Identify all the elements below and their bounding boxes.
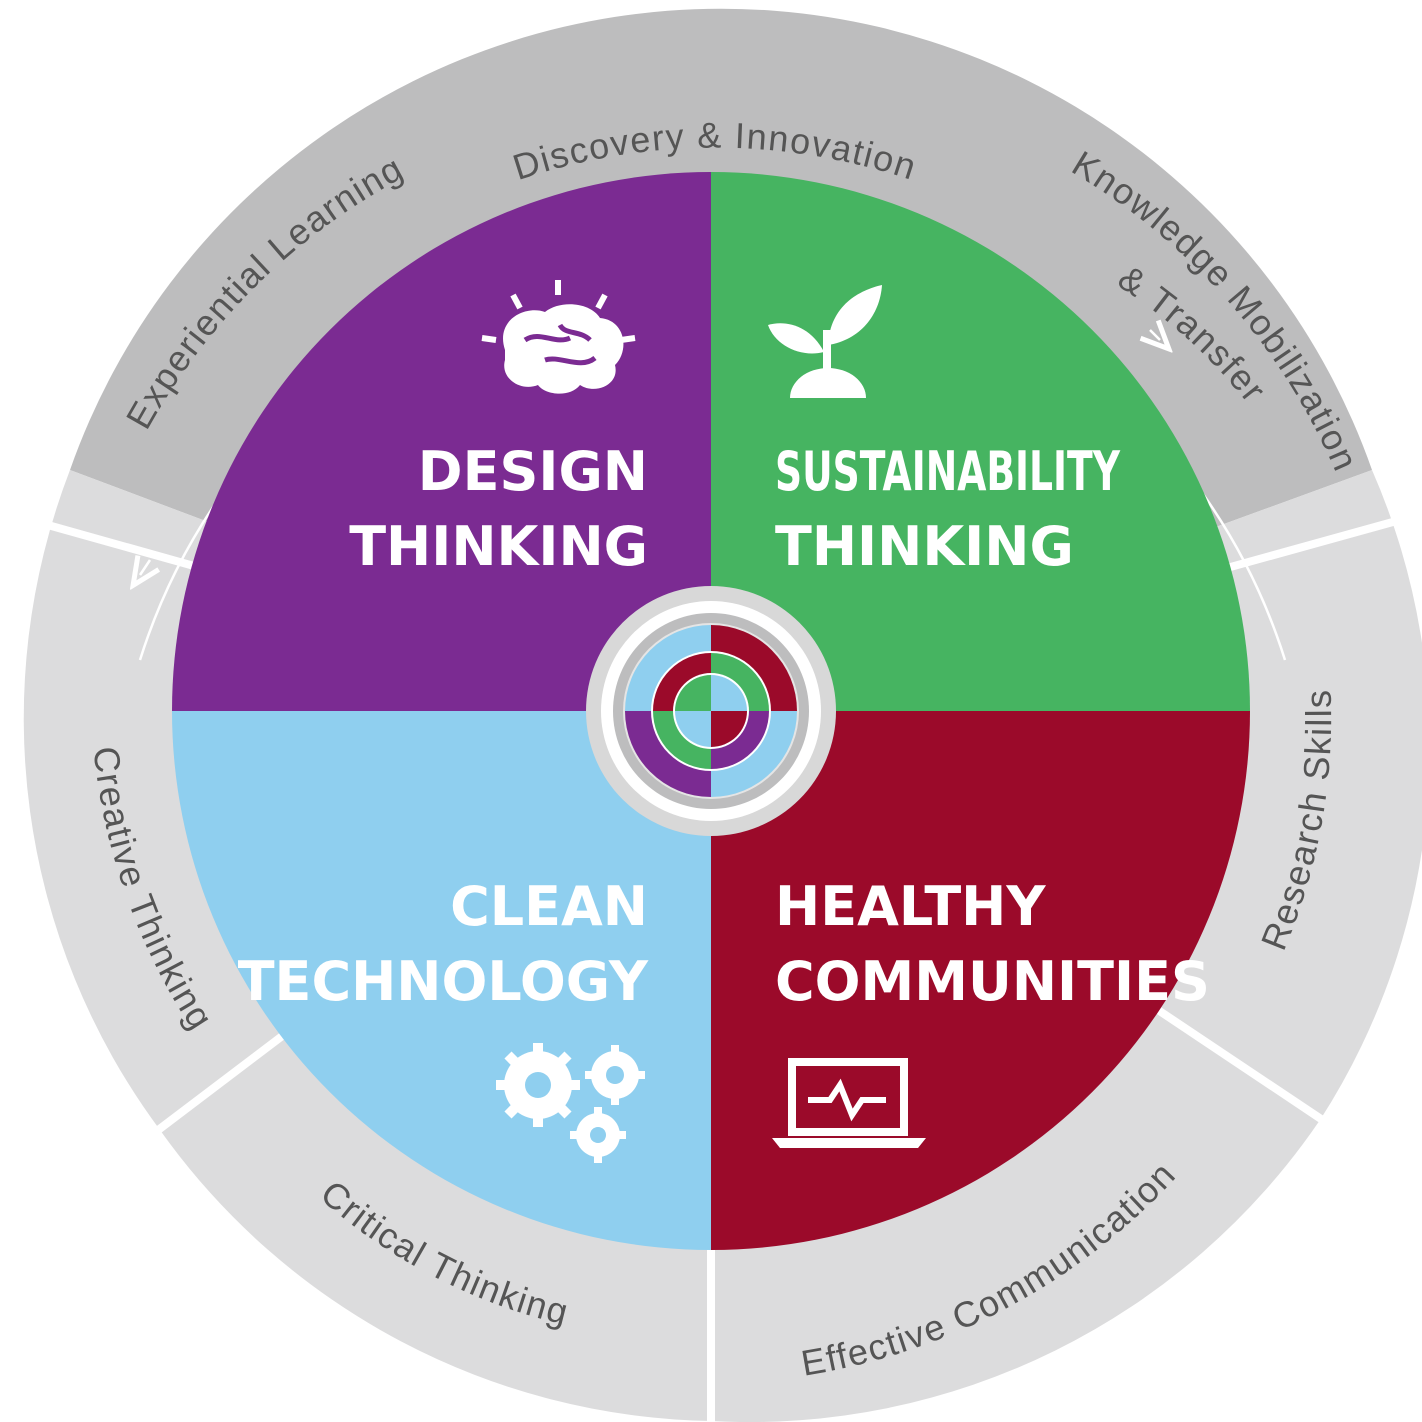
sprout-icon	[768, 285, 882, 398]
gears-icon	[496, 1043, 645, 1163]
healthy-title-line1: HEALTHY	[775, 875, 1046, 938]
sustainability-title-line1: SUSTAINABILITY	[775, 440, 1121, 503]
quadrant-clean-technology	[172, 711, 711, 1250]
healthy-title-line2: COMMUNITIES	[775, 950, 1210, 1013]
design-title-line1: DESIGN	[418, 440, 648, 503]
center-target-icon	[586, 586, 836, 836]
design-title-line2: THINKING	[349, 515, 648, 578]
clean-title-line1: CLEAN	[450, 875, 648, 938]
arrow-icon	[1150, 330, 1160, 340]
laptop-heartbeat-icon	[772, 1058, 926, 1148]
quadrant-healthy-communities	[711, 711, 1250, 1250]
clean-title-line2: TECHNOLOGY	[238, 950, 649, 1013]
arrow-icon	[140, 560, 150, 575]
brain-icon	[481, 280, 636, 394]
sustainability-title-line2: THINKING	[775, 515, 1074, 578]
